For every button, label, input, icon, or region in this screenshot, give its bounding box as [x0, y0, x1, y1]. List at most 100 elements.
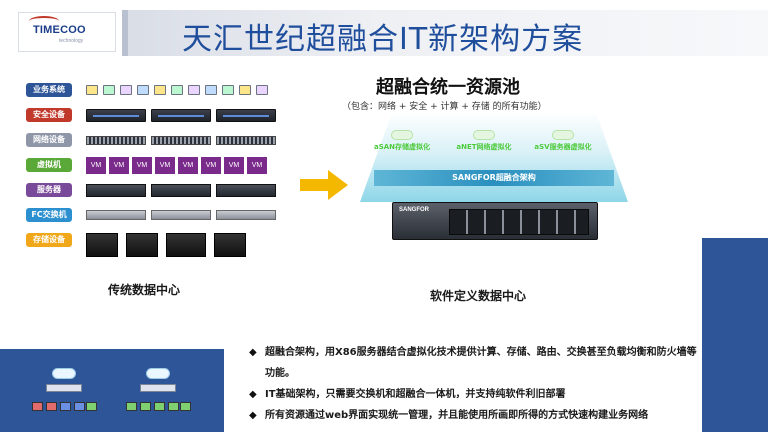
firewall-device-icon	[151, 108, 211, 122]
fc-switch-devices	[86, 206, 278, 224]
sddc-caption: 软件定义数据中心	[430, 289, 527, 303]
vm-block: VM	[86, 156, 106, 174]
resource-beam	[360, 112, 628, 202]
storage-devices	[86, 228, 278, 258]
cloud-icon	[391, 130, 413, 140]
logo-swoosh-icon	[29, 16, 59, 26]
cloud-icon	[146, 368, 170, 379]
switch-device-icon	[151, 135, 211, 145]
cloud-icon	[473, 130, 495, 140]
topology-diagram-right	[124, 368, 192, 418]
vm-node-icon	[180, 402, 191, 411]
diamond-bullet-icon: ◆	[249, 410, 257, 421]
app-window-icon	[205, 85, 217, 95]
vm-node-icon	[74, 402, 85, 411]
vm-block: VM	[201, 156, 221, 174]
virt-anet: aNET网络虚拟化	[454, 130, 514, 152]
pool-subtitle: （包含：网络 + 安全 + 计算 + 存储 的所有功能）	[342, 102, 547, 112]
business-app-icons	[86, 81, 278, 99]
app-window-icon	[256, 85, 268, 95]
vm-node-icon	[126, 402, 137, 411]
app-window-icon	[188, 85, 200, 95]
security-devices	[86, 106, 278, 124]
fc-switch-icon	[216, 210, 276, 220]
server-device-icon	[216, 183, 276, 197]
row-label-fc-switch: FC交换机	[26, 208, 72, 222]
title-band	[122, 10, 768, 56]
row-label-network: 网络设备	[26, 133, 72, 147]
row-label-business: 业务系统	[26, 83, 72, 97]
diamond-bullet-icon: ◆	[249, 389, 257, 400]
legacy-dc-caption: 传统数据中心	[108, 283, 181, 297]
server-device-icon	[151, 183, 211, 197]
vm-blocks: VM VM VM VM VM VM VM VM	[86, 156, 278, 174]
sangfor-band: SANGFOR超融合架构	[374, 170, 614, 186]
topology-diagram-left	[30, 368, 98, 418]
vm-node-icon	[46, 402, 57, 411]
diamond-bullet-icon: ◆	[249, 347, 257, 358]
vm-block: VM	[109, 156, 129, 174]
vm-node-icon	[140, 402, 151, 411]
network-devices	[86, 131, 278, 149]
title-accent	[122, 10, 128, 56]
cloud-icon	[52, 368, 76, 379]
firewall-device-icon	[216, 108, 276, 122]
server-device-icon	[86, 183, 146, 197]
app-window-icon	[86, 85, 98, 95]
app-window-icon	[171, 85, 183, 95]
right-arrow-icon	[300, 170, 348, 200]
vm-block: VM	[132, 156, 152, 174]
vm-node-icon	[32, 402, 43, 411]
app-window-icon	[103, 85, 115, 95]
app-window-icon	[120, 85, 132, 95]
company-logo: TIMECOO technology	[18, 12, 116, 52]
switch-device-icon	[86, 135, 146, 145]
app-window-icon	[222, 85, 234, 95]
bullet-text: 超融合架构，用X86服务器结合虚拟化技术提供计算、存储、路由、交换甚至负载均衡和…	[265, 347, 697, 379]
virt-asan-label: aSAN存储虚拟化	[373, 143, 431, 151]
app-window-icon	[154, 85, 166, 95]
fc-switch-icon	[86, 210, 146, 220]
bullet-item: ◆ IT基础架构，只需要交换机和超融合一体机，并支持纯软件利旧部署	[249, 384, 701, 405]
firewall-device-icon	[86, 108, 146, 122]
virt-asv-label: aSV服务器虚拟化	[534, 143, 592, 151]
storage-array-icon	[214, 233, 246, 257]
topology-panel	[0, 349, 224, 432]
storage-array-icon	[86, 233, 118, 257]
storage-array-icon	[126, 233, 158, 257]
row-label-storage: 存储设备	[26, 233, 72, 247]
bullet-text: 所有资源通过web界面实现统一管理，并且能使用所画即所得的方式快速构建业务网络	[265, 410, 649, 421]
row-label-server: 服务器	[26, 183, 72, 197]
fc-switch-icon	[151, 210, 211, 220]
hci-appliance: SANGFOR	[392, 202, 598, 240]
drive-bays	[449, 209, 589, 235]
appliance-brand: SANGFOR	[399, 207, 429, 213]
vm-node-icon	[154, 402, 165, 411]
vm-block: VM	[247, 156, 267, 174]
page-title: 天汇世纪超融合IT新架构方案	[182, 22, 584, 57]
row-label-vm: 虚拟机	[26, 158, 72, 172]
storage-array-icon	[166, 233, 206, 257]
server-devices	[86, 181, 278, 199]
cloud-icon	[552, 130, 574, 140]
app-window-icon	[239, 85, 251, 95]
vm-node-icon	[60, 402, 71, 411]
feature-bullets: ◆ 超融合架构，用X86服务器结合虚拟化技术提供计算、存储、路由、交换甚至负载均…	[249, 342, 701, 426]
virt-asan: aSAN存储虚拟化	[372, 130, 432, 152]
row-label-security: 安全设备	[26, 108, 72, 122]
decorative-blue-bar	[702, 238, 768, 432]
vm-block: VM	[155, 156, 175, 174]
bullet-item: ◆ 所有资源通过web界面实现统一管理，并且能使用所画即所得的方式快速构建业务网…	[249, 405, 701, 426]
virt-anet-label: aNET网络虚拟化	[456, 143, 512, 151]
bullet-text: IT基础架构，只需要交换机和超融合一体机，并支持纯软件利旧部署	[265, 389, 566, 400]
pool-title: 超融合统一资源池	[376, 77, 520, 98]
vm-block: VM	[178, 156, 198, 174]
vm-node-icon	[86, 402, 97, 411]
virt-asv: aSV服务器虚拟化	[533, 130, 593, 152]
vswitch-icon	[46, 384, 82, 392]
switch-device-icon	[216, 135, 276, 145]
vm-block: VM	[224, 156, 244, 174]
logo-subtext: technology	[59, 38, 84, 44]
logo-text: TIMECOO	[33, 24, 86, 36]
vm-node-icon	[168, 402, 179, 411]
